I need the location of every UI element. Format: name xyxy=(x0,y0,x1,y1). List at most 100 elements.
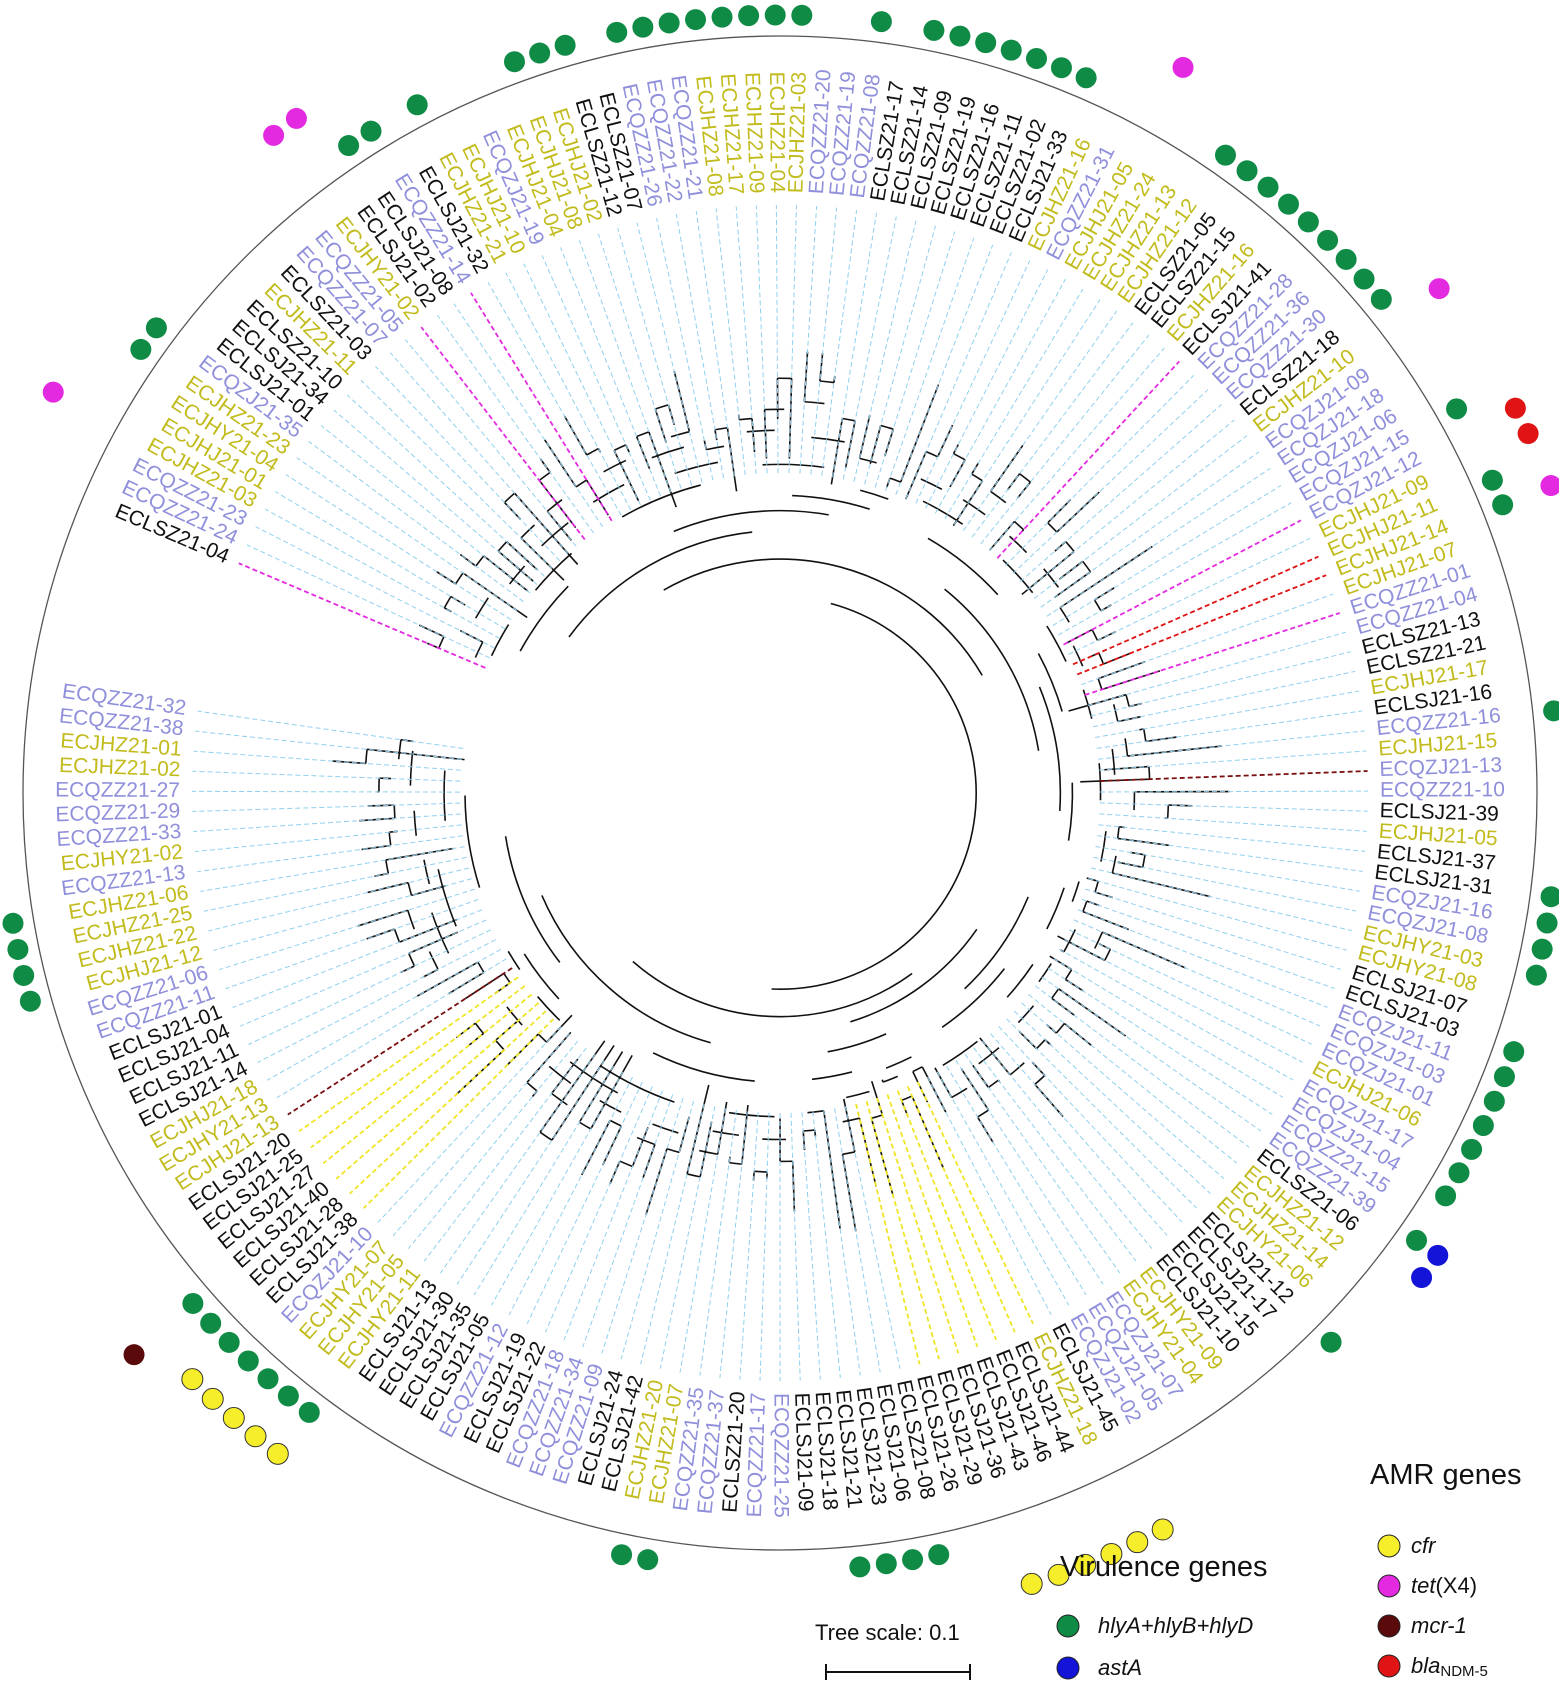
tree-branches xyxy=(332,351,1230,1232)
tree-arc xyxy=(474,1022,485,1035)
hly-marker xyxy=(237,1350,259,1372)
hly-marker xyxy=(406,94,428,116)
cfr-marker xyxy=(201,1387,224,1410)
hly-marker xyxy=(1503,1041,1525,1063)
leaf-connector xyxy=(487,282,622,516)
tet-legend-swatch xyxy=(1377,1574,1401,1598)
leaf-connector xyxy=(453,303,603,527)
hly-marker xyxy=(1050,57,1072,79)
leaf-connector xyxy=(208,867,470,932)
tree-arc xyxy=(407,910,416,930)
leaf-connector xyxy=(679,1108,727,1373)
hly-marker xyxy=(923,19,945,41)
tree-arc xyxy=(652,1052,755,1082)
leaf-connector xyxy=(1077,909,1328,1008)
tree-arc xyxy=(729,1161,742,1165)
hly-marker xyxy=(503,51,525,73)
leaf-connector xyxy=(927,1076,1052,1316)
leaf-label: ECQZZ21-25 xyxy=(770,1393,793,1518)
virulence-legend: Virulence genes hlyA+hlyB+hlyD astA xyxy=(1056,1551,1267,1680)
hly-marker xyxy=(1370,288,1392,310)
leaf-label: ECQZZ21-17 xyxy=(743,1392,770,1518)
leaf-connector xyxy=(238,562,486,669)
hly-marker xyxy=(360,120,382,142)
leaf-connector xyxy=(505,272,632,511)
tree-arc xyxy=(842,1117,860,1123)
tree-arc xyxy=(827,1033,887,1053)
hly-marker xyxy=(1543,700,1559,722)
tree-arc xyxy=(1082,560,1092,573)
tree-branch xyxy=(1117,837,1169,847)
leaf-connector xyxy=(1072,555,1319,666)
leaf-connector xyxy=(405,339,577,547)
tree-arc xyxy=(1008,535,1028,554)
leaf-connector xyxy=(287,967,513,1116)
virulence-legend-title: Virulence genes xyxy=(1060,1551,1267,1583)
tree-arc xyxy=(443,770,446,821)
tree-arc xyxy=(1034,1074,1046,1085)
tree-arc xyxy=(944,588,1040,751)
tree-arc xyxy=(1047,522,1058,533)
tree-arc xyxy=(1125,694,1130,707)
tree-arc xyxy=(578,1121,592,1130)
leaf-connector xyxy=(876,1097,960,1354)
tree-arc xyxy=(811,436,845,443)
tree-arc xyxy=(871,1114,883,1120)
hly-marker xyxy=(1277,193,1299,215)
hly-legend-swatch xyxy=(1056,1614,1080,1638)
leaf-connector xyxy=(349,1010,547,1195)
tree-branch xyxy=(1082,910,1130,931)
leaf-connector xyxy=(1064,939,1303,1063)
leaf-connector xyxy=(895,244,994,495)
leaf-connector xyxy=(1099,750,1367,771)
leaf-connector xyxy=(1063,519,1302,646)
leaf-connector xyxy=(799,206,818,474)
leaf-connector xyxy=(1090,867,1352,932)
leaf-connector xyxy=(440,1053,596,1274)
leaf-connector xyxy=(916,1081,1034,1325)
tree-arc xyxy=(536,996,561,1021)
astA-legend-label: astA xyxy=(1098,1655,1142,1680)
tree-branch xyxy=(609,1160,621,1185)
tree-arc xyxy=(523,953,560,1000)
tree-arc xyxy=(551,1092,568,1106)
tree-arc xyxy=(474,641,484,658)
tree-arc xyxy=(507,950,521,970)
leaf-label: ECQZZ21-10 xyxy=(1380,778,1505,801)
leaf-connector xyxy=(1041,976,1262,1132)
leaf-connector xyxy=(1093,856,1357,912)
tree-arc xyxy=(811,1071,853,1081)
leaf-connector xyxy=(925,269,1049,509)
tree-arc xyxy=(1059,607,1070,623)
tree-arc xyxy=(599,1099,622,1113)
mcr-legend-label: mcr-1 xyxy=(1411,1613,1467,1638)
tree-arc xyxy=(534,552,573,591)
leaf-connector xyxy=(255,526,495,649)
tree-scale-label: Tree scale: 0.1 xyxy=(815,1620,960,1645)
hly-marker xyxy=(338,135,360,157)
leaf-connector xyxy=(248,929,491,1045)
hly-marker xyxy=(928,1544,950,1566)
leaf-connector xyxy=(333,409,538,585)
hly-marker xyxy=(1448,1162,1470,1184)
tree-arc xyxy=(674,461,719,475)
cfr-marker xyxy=(222,1406,245,1429)
tree-branch xyxy=(1021,529,1025,532)
hly-marker xyxy=(711,6,733,28)
hly-marker xyxy=(632,16,654,38)
tree-arc xyxy=(431,912,450,954)
leaf-connector xyxy=(392,1033,570,1237)
hly-marker xyxy=(975,32,997,54)
tree-arc xyxy=(477,961,485,973)
leaf-connector xyxy=(1084,612,1341,696)
tree-arc xyxy=(632,960,913,1018)
cfr-marker xyxy=(1047,1563,1070,1586)
hly-marker xyxy=(1446,398,1468,420)
leaf-connector xyxy=(896,1090,998,1341)
leaf-connector xyxy=(203,856,467,912)
leaf-connector xyxy=(1095,690,1360,739)
leaf-connector xyxy=(864,225,936,485)
leaf-connector xyxy=(1085,888,1342,970)
leaf-connector xyxy=(842,216,897,480)
tree-arc xyxy=(652,1123,679,1134)
